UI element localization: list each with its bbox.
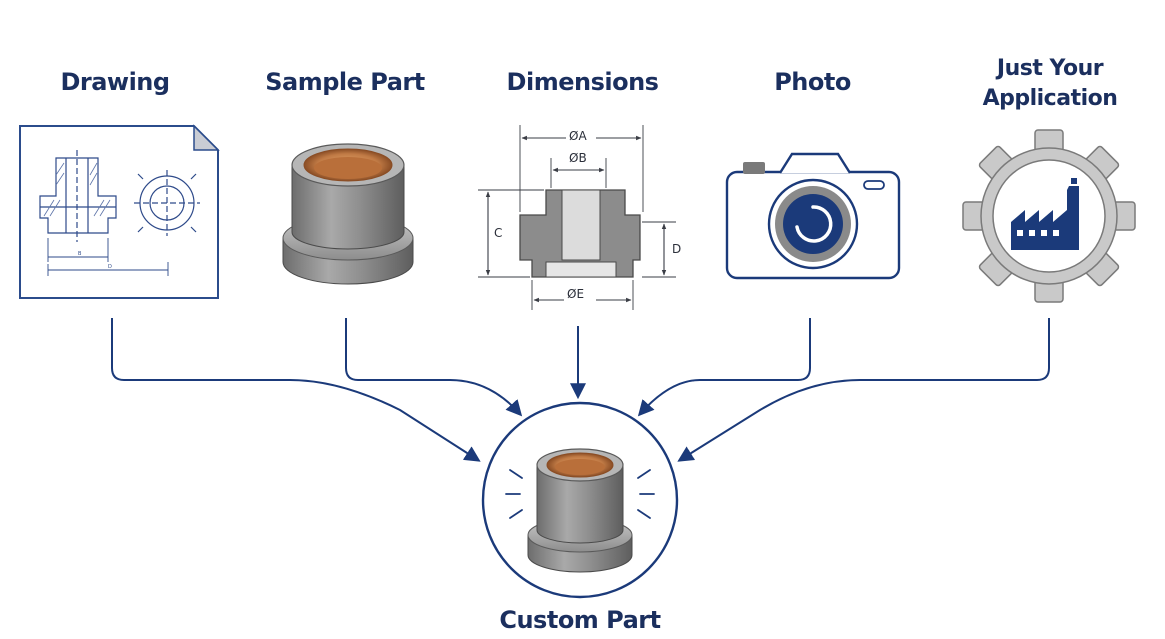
dim-label-b: ØB <box>569 151 587 165</box>
drawing-label-b: B <box>78 251 82 257</box>
dimensioned-section-icon: ØA ØB C D ØE <box>478 125 681 310</box>
sparkle-lines <box>505 469 655 519</box>
gear-factory-icon <box>962 129 1136 303</box>
dim-label-a: ØA <box>569 129 587 143</box>
label-sample-part: Sample Part <box>265 68 425 96</box>
label-photo: Photo <box>774 68 851 96</box>
label-application-line2: Application <box>982 86 1118 111</box>
dim-label-e: ØE <box>567 287 584 301</box>
arrow-from-photo <box>637 318 811 417</box>
label-drawing: Drawing <box>60 68 170 96</box>
bushing-part-icon <box>282 143 414 285</box>
dim-label-c: C <box>494 226 502 240</box>
arrow-from-drawing <box>111 318 481 462</box>
label-application-line1: Just Your <box>996 56 1104 81</box>
camera-icon <box>725 152 901 280</box>
dim-label-d: D <box>672 242 681 256</box>
label-custom-part: Custom Part <box>499 606 661 634</box>
custom-bushing-icon <box>527 448 633 573</box>
custom-part-node <box>481 401 679 599</box>
drawing-label-d: D <box>108 264 112 270</box>
label-application: Just Your Application <box>960 54 1140 114</box>
connector-arrows <box>111 318 1050 462</box>
label-dimensions: Dimensions <box>506 68 659 96</box>
arrow-from-application <box>677 318 1050 462</box>
arrow-from-sample-part <box>345 318 523 417</box>
technical-drawing-icon: B D <box>19 124 220 299</box>
